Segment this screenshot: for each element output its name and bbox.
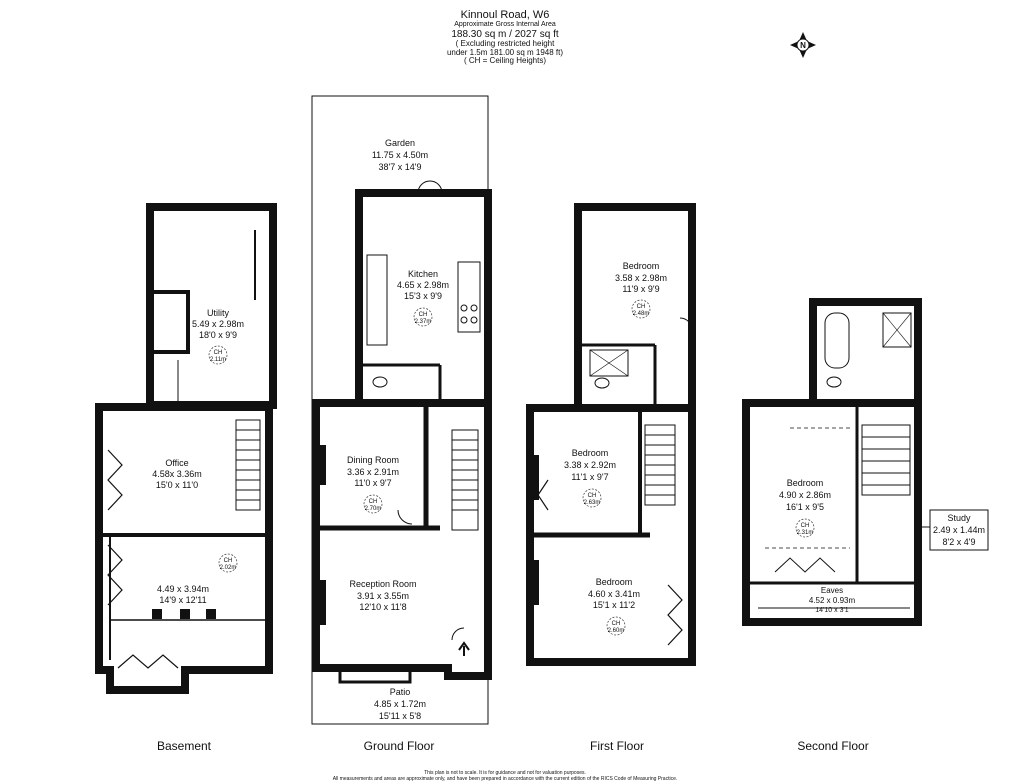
second-bedroom-imperial: 16'1 x 9'5 bbox=[786, 502, 824, 512]
svg-text:2.11m: 2.11m bbox=[210, 357, 226, 363]
svg-text:2.63m: 2.63m bbox=[584, 500, 601, 506]
basement-plan: Utility 5.49 x 2.98m 18'0 x 9'9 CH 2.11m… bbox=[95, 203, 277, 694]
basement-ch-marker: CH 2.02m bbox=[218, 553, 238, 573]
first-floor-label: First Floor bbox=[590, 739, 644, 753]
svg-text:2.02m: 2.02m bbox=[220, 565, 237, 571]
reception-imperial: 12'10 x 11'8 bbox=[359, 602, 406, 612]
second-bedroom-metric: 4.90 x 2.86m bbox=[779, 490, 831, 500]
svg-text:CH: CH bbox=[588, 493, 597, 499]
study-callout-box bbox=[929, 509, 989, 551]
svg-text:CH: CH bbox=[214, 350, 223, 356]
ground-floor-label: Ground Floor bbox=[364, 739, 435, 753]
kitchen-imperial: 15'3 x 9'9 bbox=[404, 291, 442, 301]
first-rear-bedroom-imperial: 11'9 x 9'9 bbox=[622, 284, 659, 294]
svg-text:2.60m: 2.60m bbox=[608, 628, 625, 634]
reception-name: Reception Room bbox=[349, 579, 416, 589]
kitchen-name: Kitchen bbox=[408, 269, 438, 279]
first-mid-bedroom-metric: 3.38 x 2.92m bbox=[564, 460, 616, 470]
basement-label: Basement bbox=[157, 739, 212, 753]
footer-line2: All measurements and areas are approxima… bbox=[333, 776, 678, 782]
patio-metric: 4.85 x 1.72m bbox=[374, 699, 426, 709]
utility-ch-marker: CH 2.11m bbox=[208, 345, 228, 365]
first-front-bedroom-name: Bedroom bbox=[596, 577, 633, 587]
first-mid-bedroom-name: Bedroom bbox=[572, 448, 609, 458]
dining-imperial: 11'0 x 9'7 bbox=[354, 478, 391, 488]
utility-name: Utility bbox=[207, 308, 229, 318]
property-title: Kinnoul Road, W6 bbox=[460, 9, 550, 21]
second-bedroom-ch-marker: CH 2.31m bbox=[795, 518, 815, 538]
garden-metric: 11.75 x 4.50m bbox=[372, 150, 428, 160]
office-imperial: 15'0 x 11'0 bbox=[156, 480, 198, 490]
footer-line1: This plan is not to scale. It is for gui… bbox=[424, 770, 586, 776]
study-metric: 2.49 x 1.44m bbox=[933, 525, 985, 535]
svg-text:2.37m: 2.37m bbox=[415, 319, 432, 325]
plan-header: Kinnoul Road, W6 Approximate Gross Inter… bbox=[0, 9, 1010, 66]
utility-metric: 5.49 x 2.98m bbox=[192, 319, 244, 329]
first-rear-ch-marker: CH 2.48m bbox=[631, 299, 651, 319]
eaves-metric: 4.52 x 0.93m bbox=[809, 596, 856, 605]
utility-imperial: 18'0 x 9'9 bbox=[199, 330, 237, 340]
svg-text:CH: CH bbox=[612, 621, 621, 627]
svg-text:CH: CH bbox=[801, 523, 810, 529]
study-imperial: 8'2 x 4'9 bbox=[943, 537, 976, 547]
ground-floor-plan: Garden 11.75 x 4.50m 38'7 x 14'9 Kitchen… bbox=[311, 95, 492, 725]
dining-ch-marker: CH 2.70m bbox=[363, 494, 383, 514]
patio-name: Patio bbox=[390, 687, 411, 697]
first-front-ch-marker: CH 2.60m bbox=[606, 616, 626, 636]
kitchen-metric: 4.65 x 2.98m bbox=[397, 280, 449, 290]
eaves-name: Eaves bbox=[821, 586, 843, 595]
eaves-imperial: 14'10 x 3'1 bbox=[815, 607, 849, 614]
office-name: Office bbox=[165, 458, 188, 468]
excluded-area-line2: under 1.5m 181.00 sq m 1948 ft) bbox=[446, 47, 564, 57]
svg-text:N: N bbox=[800, 41, 806, 50]
svg-text:CH: CH bbox=[419, 312, 428, 318]
second-floor-label: Second Floor bbox=[797, 739, 868, 753]
excluded-area-line1: ( Excluding restricted height bbox=[455, 38, 555, 48]
compass-north-icon: N bbox=[790, 32, 816, 58]
total-area: 188.30 sq m / 2027 sq ft bbox=[451, 28, 559, 40]
svg-text:CH: CH bbox=[637, 304, 646, 310]
area-subtitle: Approximate Gross Internal Area bbox=[454, 21, 556, 29]
first-mid-bedroom-imperial: 11'1 x 9'7 bbox=[571, 472, 608, 482]
second-floor-plan: Bedroom 4.90 x 2.86m 16'1 x 9'5 CH 2.31m… bbox=[742, 298, 989, 626]
study-name: Study bbox=[947, 513, 971, 523]
first-rear-bedroom-name: Bedroom bbox=[623, 261, 660, 271]
dining-name: Dining Room bbox=[347, 455, 399, 465]
first-rear-bedroom-metric: 3.58 x 2.98m bbox=[615, 273, 667, 283]
svg-text:2.48m: 2.48m bbox=[633, 311, 650, 317]
basement-room-metric: 4.49 x 3.94m bbox=[157, 584, 209, 594]
kitchen-ch-marker: CH 2.37m bbox=[413, 307, 433, 327]
first-mid-ch-marker: CH 2.63m bbox=[582, 488, 602, 508]
first-front-bedroom-imperial: 15'1 x 11'2 bbox=[593, 600, 635, 610]
office-metric: 4.58x 3.36m bbox=[152, 469, 202, 479]
patio-imperial: 15'11 x 5'8 bbox=[379, 711, 421, 721]
reception-metric: 3.91 x 3.55m bbox=[357, 591, 409, 601]
svg-text:CH: CH bbox=[369, 499, 378, 505]
ceiling-height-note: ( CH = Ceiling Heights) bbox=[463, 56, 547, 66]
svg-text:2.70m: 2.70m bbox=[365, 506, 382, 512]
svg-text:CH: CH bbox=[224, 558, 233, 564]
second-bedroom-name: Bedroom bbox=[787, 478, 824, 488]
svg-text:2.31m: 2.31m bbox=[797, 530, 814, 536]
garden-imperial: 38'7 x 14'9 bbox=[379, 162, 422, 172]
garden-name: Garden bbox=[385, 138, 415, 148]
dining-metric: 3.36 x 2.91m bbox=[347, 467, 399, 477]
basement-room-imperial: 14'9 x 12'11 bbox=[159, 595, 206, 605]
first-floor-plan: Bedroom 3.58 x 2.98m 11'9 x 9'9 CH 2.48m… bbox=[526, 203, 696, 666]
first-front-bedroom-metric: 4.60 x 3.41m bbox=[588, 589, 640, 599]
